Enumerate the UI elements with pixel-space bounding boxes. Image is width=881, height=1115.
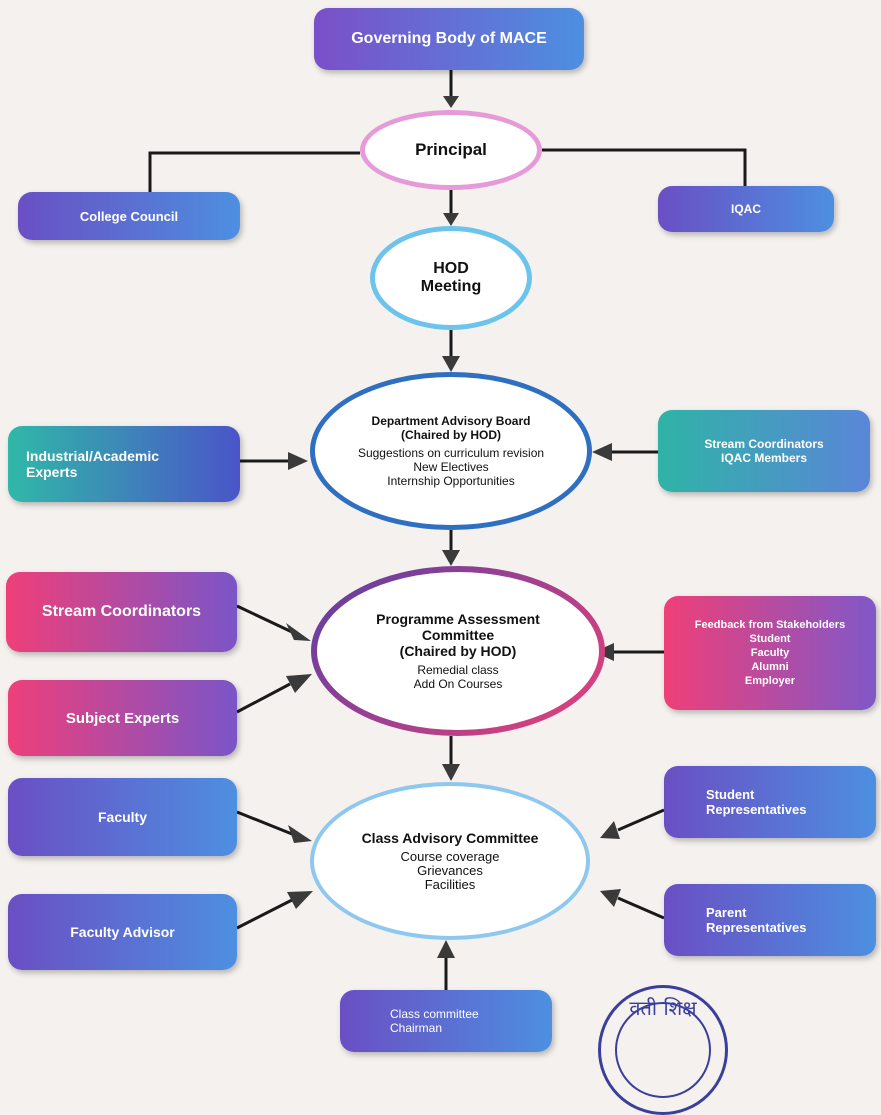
- feedback-line2: Student: [749, 633, 791, 645]
- department-advisory-board-node: Department Advisory Board (Chaired by HO…: [310, 372, 592, 530]
- student-reps-line2: Representatives: [706, 802, 807, 817]
- line-advisor-cac: [236, 898, 293, 930]
- faculty-advisor-box: Faculty Advisor: [8, 894, 237, 970]
- faculty-label: Faculty: [97, 809, 147, 825]
- feedback-line1: Feedback from Stakeholders: [694, 619, 846, 631]
- line-subject-pac: [236, 682, 291, 714]
- class-committee-chairman-box: Class committee Chairman: [340, 990, 552, 1052]
- subject-experts-box: Subject Experts: [8, 680, 237, 756]
- industrial-experts-line1: Industrial/Academic: [26, 448, 160, 464]
- arrow-chairman-cac: [437, 940, 455, 958]
- arrow-parent-cac: [600, 889, 621, 907]
- student-reps-line1: Student: [706, 787, 755, 802]
- parent-reps-line2: Representatives: [706, 920, 807, 935]
- dab-item-3: Internship Opportunities: [387, 474, 515, 488]
- institution-seal: वती शिक्ष: [598, 985, 728, 1115]
- programme-assessment-committee-node: Programme Assessment Committee (Chaired …: [311, 566, 605, 736]
- hod-meeting-line2: Meeting: [420, 278, 482, 295]
- line-stream-pac: [236, 604, 293, 634]
- cac-item-2: Grievances: [417, 863, 483, 878]
- pac-item-1: Remedial class: [417, 663, 499, 677]
- stream-coordinators-box: Stream Coordinators: [6, 572, 237, 652]
- governing-body-box: Governing Body of MACE: [314, 8, 584, 70]
- parent-representatives-box: Parent Representatives: [664, 884, 876, 956]
- stream-iqac-line2: IQAC Members: [720, 451, 808, 465]
- dab-title-line2: (Chaired by HOD): [400, 428, 501, 442]
- arrow-pac-cac: [442, 764, 460, 781]
- iqac-label: IQAC: [731, 202, 761, 216]
- college-council-label: College Council: [79, 208, 179, 224]
- pac-title-line2: Committee: [421, 627, 495, 643]
- arrow-student-cac: [600, 821, 620, 839]
- pac-title-line3: (Chaired by HOD): [399, 643, 517, 659]
- seal-text: वती शिक्ष: [629, 996, 697, 1020]
- chairman-line2: Chairman: [390, 1021, 443, 1035]
- arrow-principal-hod: [443, 213, 459, 226]
- arrow-experts-dab: [288, 452, 308, 470]
- cac-title: Class Advisory Committee: [361, 830, 539, 846]
- stream-iqac-line1: Stream Coordinators: [704, 437, 824, 451]
- feedback-line4: Alumni: [751, 661, 789, 673]
- arrow-gov-principal: [443, 96, 459, 108]
- industrial-experts-box: Industrial/Academic Experts: [8, 426, 240, 502]
- principal-label: Principal: [415, 140, 487, 159]
- cac-item-3: Facilities: [424, 877, 476, 892]
- iqac-box: IQAC: [658, 186, 834, 232]
- line-student-cac: [617, 808, 665, 832]
- arrow-subject-pac: [286, 674, 312, 693]
- principal-node: Principal: [360, 110, 542, 190]
- pac-item-2: Add On Courses: [413, 677, 503, 691]
- feedback-box: Feedback from Stakeholders Student Facul…: [664, 596, 876, 710]
- parent-reps-line1: Parent: [706, 905, 747, 920]
- chairman-line1: Class committee: [390, 1007, 479, 1021]
- hod-meeting-line1: HOD: [433, 260, 469, 277]
- dab-item-2: New Electives: [413, 460, 489, 474]
- industrial-experts-line2: Experts: [26, 464, 78, 480]
- faculty-advisor-label: Faculty Advisor: [70, 924, 175, 940]
- governing-body-label: Governing Body of MACE: [351, 30, 547, 47]
- line-principal-iqac: [542, 148, 747, 186]
- faculty-box: Faculty: [8, 778, 237, 856]
- arrow-hod-dab: [442, 356, 460, 372]
- feedback-line5: Employer: [744, 675, 796, 687]
- class-advisory-committee-node: Class Advisory Committee Course coverage…: [310, 782, 590, 940]
- pac-title-line1: Programme Assessment: [376, 611, 540, 627]
- line-parent-cac: [617, 896, 665, 920]
- stream-coordinators-label: Stream Coordinators: [41, 603, 202, 620]
- line-faculty-cac: [236, 810, 293, 836]
- dab-item-1: Suggestions on curriculum revision: [357, 446, 545, 460]
- connectors: [148, 70, 747, 990]
- college-council-box: College Council: [18, 192, 240, 240]
- arrow-feedback-pac: [594, 643, 614, 661]
- arrow-stream-dab: [592, 443, 612, 461]
- hod-meeting-node: HOD Meeting: [370, 226, 532, 330]
- stream-iqac-box: Stream Coordinators IQAC Members: [658, 410, 870, 492]
- arrow-stream-pac: [286, 623, 311, 641]
- line-principal-council: [148, 151, 360, 192]
- org-chart: Governing Body of MACE Principal College…: [6, 8, 876, 1115]
- arrow-dab-pac: [442, 550, 460, 566]
- cac-item-1: Course coverage: [400, 849, 500, 864]
- dab-title-line1: Department Advisory Board: [371, 414, 531, 428]
- arrow-faculty-cac: [288, 825, 312, 843]
- student-representatives-box: Student Representatives: [664, 766, 876, 838]
- arrow-advisor-cac: [287, 891, 313, 909]
- subject-experts-label: Subject Experts: [65, 709, 180, 727]
- feedback-line3: Faculty: [750, 647, 790, 659]
